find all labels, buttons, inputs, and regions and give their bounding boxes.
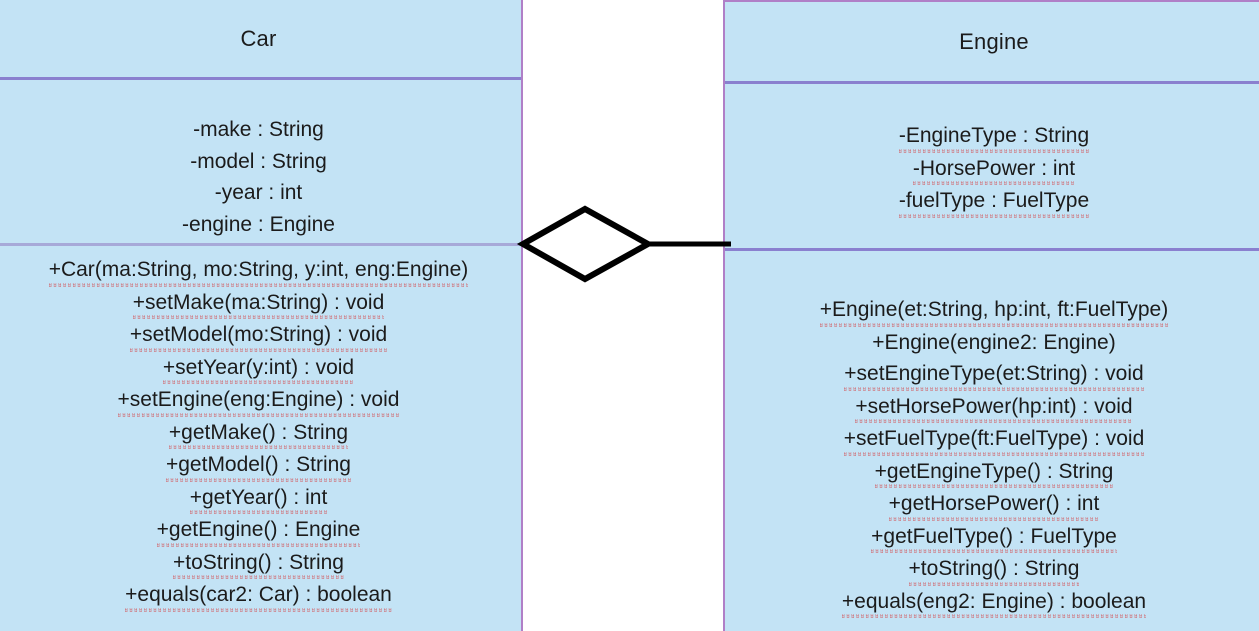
class-name-engine: Engine bbox=[959, 28, 1029, 54]
attribute-row: -HorsePower : int bbox=[912, 152, 1076, 186]
method-row: +setHorsePower(hp:int) : void bbox=[855, 390, 1133, 424]
aggregation-connector[interactable] bbox=[515, 196, 731, 296]
class-name-car: Car bbox=[240, 25, 277, 51]
attribute-row: -model : String bbox=[190, 149, 327, 173]
method-row: +setFuelType(ft:FuelType) : void bbox=[843, 423, 1145, 456]
uml-class-car[interactable]: Car -make : String -model : String -year… bbox=[0, 0, 523, 631]
attributes-compartment-engine: -EngineType : String -HorsePower : int -… bbox=[725, 84, 1259, 248]
method-row: +getModel() : String bbox=[165, 449, 351, 482]
method-row: +Car(ma:String, mo:String, y:int, eng:En… bbox=[48, 254, 469, 287]
compartment-divider-engine-methods bbox=[725, 248, 1259, 251]
attribute-row: -EngineType : String bbox=[898, 120, 1090, 153]
method-row: +setEngineType(et:String) : void bbox=[844, 358, 1144, 391]
methods-compartment-car: +Car(ma:String, mo:String, y:int, eng:En… bbox=[0, 246, 521, 612]
methods-compartment-engine: +Engine(et:String, hp:int, ft:FuelType) … bbox=[725, 251, 1259, 618]
attributes-compartment-car: -make : String -model : String -year : i… bbox=[0, 80, 521, 243]
attribute-row: -year : int bbox=[214, 181, 303, 204]
hollow-diamond-icon bbox=[516, 205, 655, 283]
method-row: +setEngine(eng:Engine) : void bbox=[117, 384, 400, 417]
attribute-row: -engine : Engine bbox=[182, 212, 335, 236]
method-row: +setModel(mo:String) : void bbox=[129, 319, 388, 352]
compartment-divider-car-methods bbox=[0, 243, 521, 246]
method-row: +setYear(y:int) : void bbox=[162, 351, 355, 385]
method-row: +equals(car2: Car) : boolean bbox=[125, 579, 392, 612]
compartment-divider-engine-header bbox=[725, 81, 1259, 84]
method-row: +Engine(et:String, hp:int, ft:FuelType) bbox=[819, 294, 1169, 327]
method-row: +getEngineType() : String bbox=[874, 455, 1114, 489]
method-row: +Engine(engine2: Engine) bbox=[872, 330, 1116, 354]
method-row: +equals(eng2: Engine) : boolean bbox=[841, 585, 1147, 619]
method-row: +getMake() : String bbox=[168, 416, 349, 450]
method-row: +getEngine() : Engine bbox=[156, 514, 361, 547]
method-row: +toString() : String bbox=[908, 553, 1080, 586]
uml-class-engine[interactable]: Engine -EngineType : String -HorsePower … bbox=[723, 0, 1259, 631]
method-row: +getYear() : int bbox=[189, 481, 328, 515]
method-row: +getHorsePower() : int bbox=[888, 488, 1100, 521]
method-row: +getFuelType() : FuelType bbox=[871, 520, 1117, 554]
attribute-row: -fuelType : FuelType bbox=[898, 185, 1090, 218]
attribute-row: -make : String bbox=[193, 118, 324, 141]
method-row: +setMake(ma:String) : void bbox=[132, 286, 385, 320]
method-row: +toString() : String bbox=[173, 546, 344, 580]
compartment-divider-car-header bbox=[0, 77, 521, 80]
